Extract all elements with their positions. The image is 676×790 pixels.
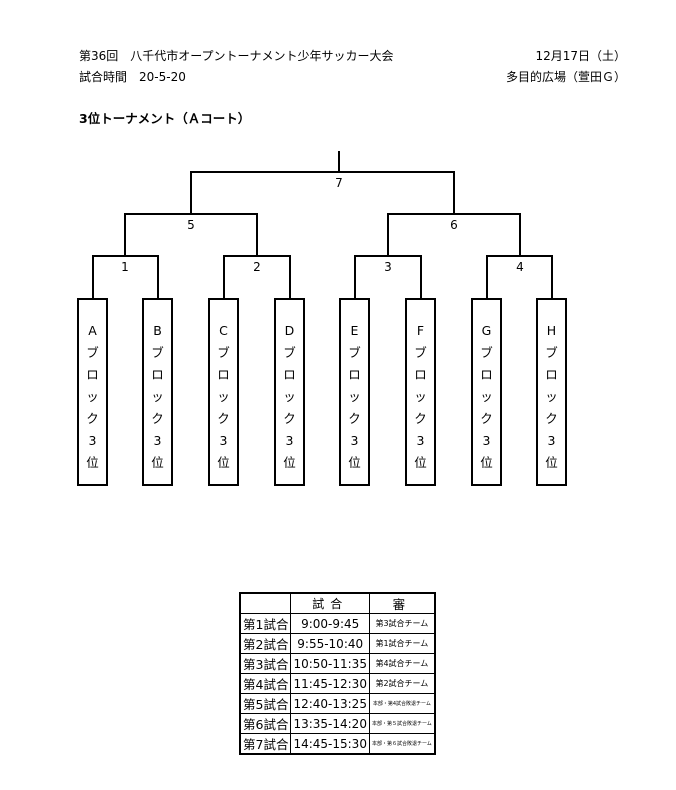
match-time-slot: 11:45-12:30 — [290, 673, 370, 694]
match-number-final: 7 — [335, 176, 343, 190]
referee-team: 本部・第５試合敗退チーム — [368, 713, 436, 734]
match-number-3: 3 — [384, 260, 392, 274]
referee-team: 本部・第６試合敗退チーム — [368, 733, 436, 755]
match-time-slot: 14:45-15:30 — [290, 733, 370, 755]
table-row: 第2試合 9:55-10:40 第1試合チーム — [239, 633, 436, 654]
referee-team: 第2試合チーム — [368, 673, 436, 694]
table-header-cell: 審 — [368, 592, 436, 614]
table-header-row: 試合 審 — [239, 592, 436, 614]
match-label: 第1試合 — [239, 613, 292, 634]
table-header-cell: 試合 — [290, 592, 370, 614]
bracket-lines — [92, 151, 553, 298]
tournament-title: 第36回 八千代市オープントーナメント少年サッカー大会 — [79, 49, 394, 63]
table-row: 第4試合 11:45-12:30 第2試合チーム — [239, 673, 436, 694]
table-row: 第6試合 13:35-14:20 本部・第５試合敗退チーム — [239, 713, 436, 734]
match-time-slot: 9:55-10:40 — [290, 633, 370, 654]
referee-team: 第1試合チーム — [368, 633, 436, 654]
referee-team: 第3試合チーム — [368, 613, 436, 634]
match-label: 第5試合 — [239, 693, 292, 714]
table-row: 第3試合 10:50-11:35 第4試合チーム — [239, 653, 436, 674]
table-row: 第5試合 12:40-13:25 本部・第4試合敗退チーム — [239, 693, 436, 714]
match-time-slot: 9:00-9:45 — [290, 613, 370, 634]
match-label: 第4試合 — [239, 673, 292, 694]
schedule-table: 試合 審 第1試合 9:00-9:45 第3試合チーム 第2試合 9:55-10… — [239, 592, 436, 755]
match-time-slot: 12:40-13:25 — [290, 693, 370, 714]
match-number-semi-right: 6 — [450, 218, 458, 232]
match-label: 第7試合 — [239, 733, 292, 755]
match-time-slot: 13:35-14:20 — [290, 713, 370, 734]
table-row: 第1試合 9:00-9:45 第3試合チーム — [239, 613, 436, 634]
match-number-1: 1 — [121, 260, 129, 274]
match-number-4: 4 — [516, 260, 524, 274]
referee-team: 第4試合チーム — [368, 653, 436, 674]
match-label: 第6試合 — [239, 713, 292, 734]
table-row: 第7試合 14:45-15:30 本部・第６試合敗退チーム — [239, 733, 436, 755]
event-date: 12月17日（土） — [535, 49, 626, 63]
match-time-slot: 10:50-11:35 — [290, 653, 370, 674]
match-label: 第3試合 — [239, 653, 292, 674]
table-header-cell — [239, 592, 292, 614]
referee-team: 本部・第4試合敗退チーム — [368, 693, 436, 714]
match-number-2: 2 — [253, 260, 261, 274]
match-number-semi-left: 5 — [187, 218, 195, 232]
venue: 多目的広場（萱田Ｇ） — [505, 70, 626, 84]
match-time: 試合時間 20-5-20 — [79, 70, 186, 84]
match-label: 第2試合 — [239, 633, 292, 654]
section-title: 3位トーナメント（Ａコート） — [79, 111, 251, 126]
